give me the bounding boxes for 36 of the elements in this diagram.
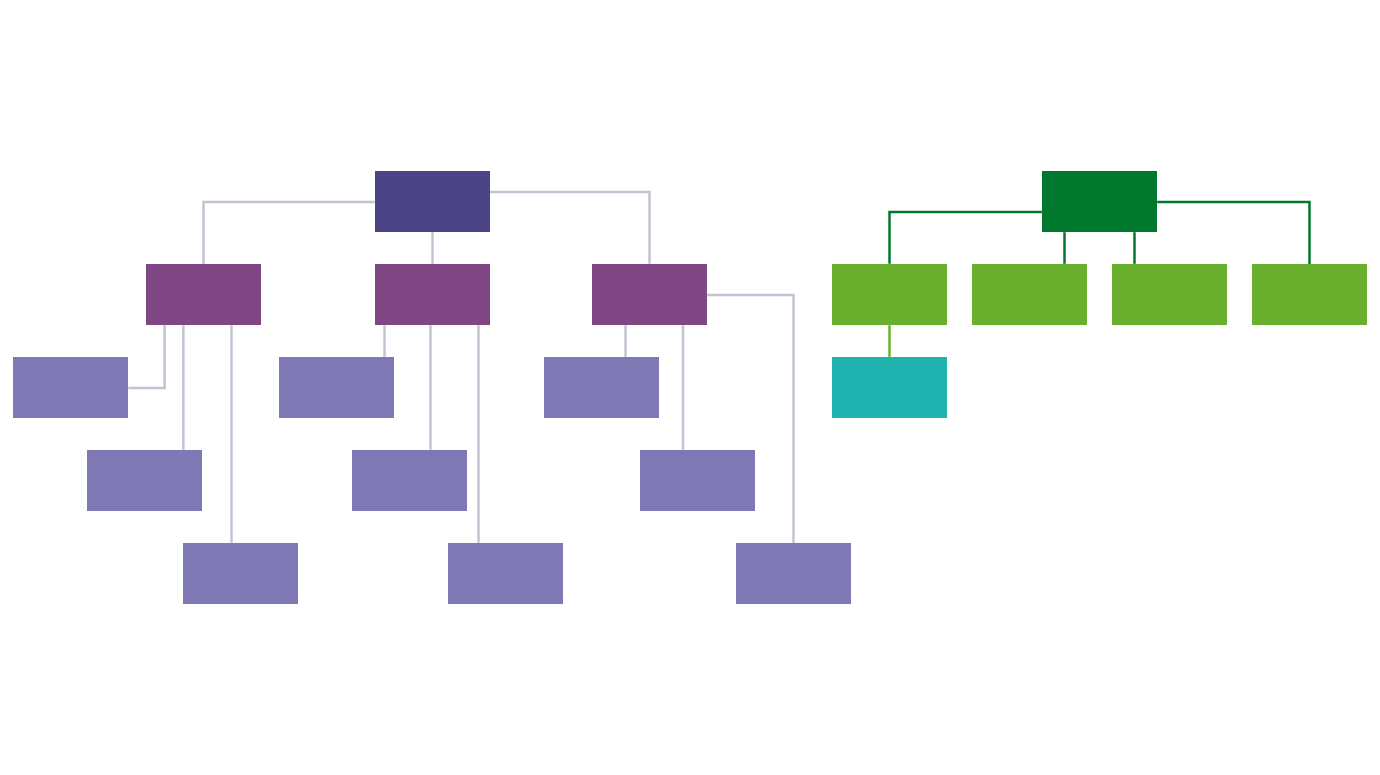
connector [1157,200,1311,264]
connector [431,232,434,264]
node-box [183,543,298,604]
node-box [448,543,563,604]
node-box [375,264,490,325]
connector [1063,232,1066,264]
node-box [972,264,1087,325]
connector [707,293,795,543]
connector [182,325,185,450]
node-box [87,450,202,511]
connector [1133,232,1136,264]
connector [888,325,891,357]
node-box [1042,171,1157,232]
connector [230,325,233,543]
connector [490,190,651,264]
node-box [832,264,947,325]
node-box [375,171,490,232]
node-box [592,264,707,325]
node-box [279,357,394,418]
connector [383,325,386,357]
node-box [1252,264,1367,325]
node-box [1112,264,1227,325]
node-box [640,450,755,511]
node-box [352,450,467,511]
node-box [544,357,659,418]
connector [202,200,375,264]
connector [477,325,480,543]
connector [681,325,685,450]
node-box [146,264,261,325]
connector [624,325,627,357]
connector [128,325,166,390]
connector [429,325,432,450]
connector [888,210,1042,264]
node-box [736,543,851,604]
node-box [13,357,128,418]
node-box [832,357,947,418]
